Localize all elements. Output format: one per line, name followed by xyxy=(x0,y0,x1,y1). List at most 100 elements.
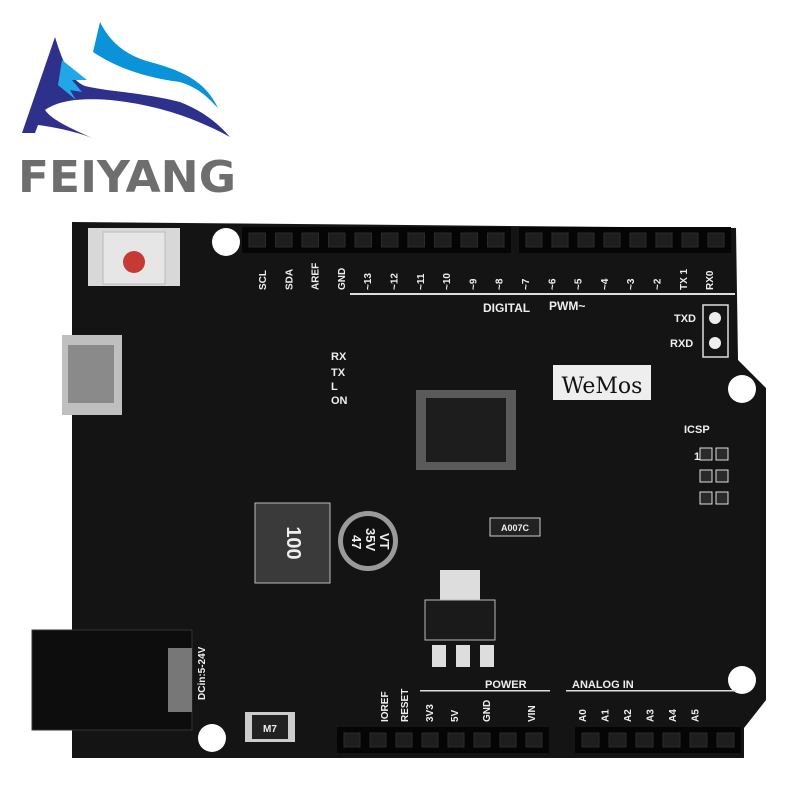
header-pin-socket[interactable] xyxy=(421,732,439,748)
mounting-hole xyxy=(212,228,240,256)
icsp-pin[interactable] xyxy=(715,491,729,505)
top-silk-line xyxy=(350,293,735,295)
top-pin-label: ~10 xyxy=(442,273,453,290)
icsp-pin[interactable] xyxy=(715,447,729,461)
header-pin-socket[interactable] xyxy=(635,732,654,748)
rxd-pad xyxy=(709,337,721,349)
header-pin-socket[interactable] xyxy=(499,732,517,748)
header-pin-socket[interactable] xyxy=(354,232,372,248)
top-pin-label: GND xyxy=(337,268,348,290)
logo-brand-text: FEIYANG xyxy=(18,152,236,203)
header-pin-socket[interactable] xyxy=(577,232,595,248)
top-pin-label: ~8 xyxy=(495,278,506,290)
header-pin-socket[interactable] xyxy=(248,232,266,248)
header-pin-socket[interactable] xyxy=(681,232,699,248)
header-pin-socket[interactable] xyxy=(369,732,387,748)
capacitor-type: VT xyxy=(377,533,392,550)
inductor-text: 100 xyxy=(282,526,304,559)
power-pin-label: VIN xyxy=(527,705,538,722)
power-pin-label: 3V3 xyxy=(425,704,436,722)
led-label-on: ON xyxy=(331,395,348,407)
icsp-pin[interactable] xyxy=(699,469,713,483)
voltage-regulator xyxy=(424,570,496,667)
header-pin-socket[interactable] xyxy=(603,232,621,248)
wemos-logo-text: WeMos xyxy=(562,374,643,399)
serial-header-outline xyxy=(702,304,729,358)
top-pin-label: ~9 xyxy=(468,278,479,290)
inductor: 100 xyxy=(254,502,331,584)
icsp-pin[interactable] xyxy=(715,469,729,483)
header-pin-socket[interactable] xyxy=(629,232,647,248)
analog-header xyxy=(575,727,741,753)
arduino-board: 100 47 35V VT A007C M7 xyxy=(31,222,766,758)
analog-silk-line xyxy=(566,690,736,692)
header-pin-socket[interactable] xyxy=(460,232,478,248)
header-pin-socket[interactable] xyxy=(707,232,725,248)
txd-pad xyxy=(709,312,721,324)
dc-input-label: DCin:5-24V xyxy=(197,646,208,700)
header-pin-socket[interactable] xyxy=(395,732,413,748)
header-pin-socket[interactable] xyxy=(275,232,293,248)
header-pin-socket[interactable] xyxy=(447,732,465,748)
led-label-tx: TX xyxy=(331,367,346,379)
header-pin-socket[interactable] xyxy=(487,232,505,248)
dc-power-jack[interactable] xyxy=(31,629,193,731)
led-label-l: L xyxy=(331,381,338,393)
analog-pin-label: A4 xyxy=(668,709,679,722)
icsp-header xyxy=(699,447,729,505)
header-pin-socket[interactable] xyxy=(434,232,452,248)
top-pin-label: ~6 xyxy=(547,278,558,290)
header-pin-socket[interactable] xyxy=(343,732,361,748)
pcb xyxy=(72,222,766,758)
analog-in-label: ANALOG IN xyxy=(572,679,634,691)
digital-header-low xyxy=(519,227,731,253)
capacitor-value: 47 xyxy=(349,535,364,549)
digital-label: DIGITAL xyxy=(483,301,530,315)
header-pin-socket[interactable] xyxy=(551,232,569,248)
power-pin-label: IOREF xyxy=(380,691,391,722)
header-pin-socket[interactable] xyxy=(716,732,735,748)
crystal: A007C xyxy=(489,517,541,537)
top-pin-label: ~4 xyxy=(600,278,611,290)
header-pin-socket[interactable] xyxy=(689,732,708,748)
header-pin-socket[interactable] xyxy=(473,732,491,748)
header-pin-socket[interactable] xyxy=(525,232,543,248)
icsp-pin1-label: 1 xyxy=(694,451,700,463)
pin-headers xyxy=(242,227,741,753)
led-label-rx: RX xyxy=(331,351,347,363)
top-pin-label: SDA xyxy=(284,269,295,290)
header-pin-socket[interactable] xyxy=(581,732,600,748)
txd-label: TXD xyxy=(674,313,696,325)
electrolytic-capacitor: 47 35V VT xyxy=(338,511,398,571)
microcontroller-chip xyxy=(416,390,516,470)
micro-usb-port[interactable] xyxy=(62,335,122,415)
header-pin-socket[interactable] xyxy=(381,232,399,248)
icsp-label: ICSP xyxy=(684,424,710,436)
header-pin-socket[interactable] xyxy=(407,232,425,248)
diode: M7 xyxy=(245,712,295,742)
top-pin-label: TX 1 xyxy=(679,268,690,290)
analog-pin-label: A3 xyxy=(646,709,657,722)
header-pin-socket[interactable] xyxy=(525,732,543,748)
crystal-text: A007C xyxy=(501,523,530,533)
header-pin-socket[interactable] xyxy=(301,232,319,248)
top-pin-label: RX0 xyxy=(705,270,716,290)
power-header xyxy=(337,727,549,753)
feiyang-logo: FEIYANG xyxy=(18,22,236,203)
mounting-hole xyxy=(198,724,226,752)
power-pin-label: RESET xyxy=(400,689,411,722)
capacitor-voltage: 35V xyxy=(363,528,378,551)
analog-pin-label: A5 xyxy=(691,709,702,722)
header-pin-socket[interactable] xyxy=(608,732,627,748)
rxd-label: RXD xyxy=(670,338,693,350)
header-pin-socket[interactable] xyxy=(328,232,346,248)
reset-button[interactable] xyxy=(88,228,180,286)
header-pin-socket[interactable] xyxy=(662,732,681,748)
icsp-pin[interactable] xyxy=(699,447,713,461)
header-pin-socket[interactable] xyxy=(655,232,673,248)
icsp-pin[interactable] xyxy=(699,491,713,505)
analog-pin-label: A2 xyxy=(623,709,634,722)
mounting-hole xyxy=(728,375,756,403)
